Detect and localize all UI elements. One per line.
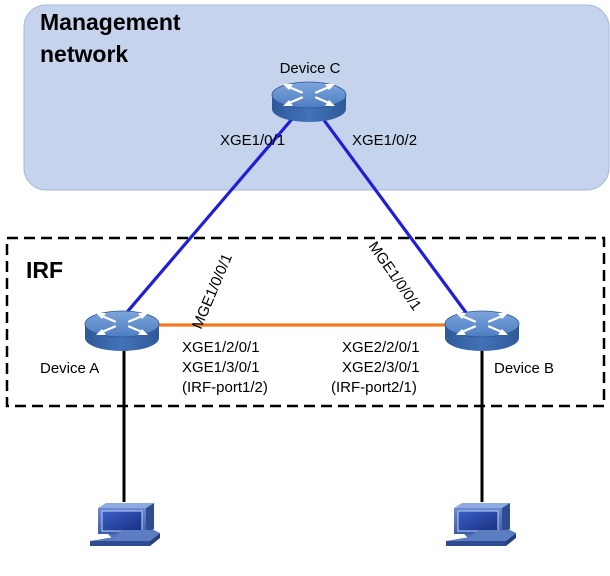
device-b-label: Device B (494, 360, 554, 377)
device-c-port-right: XGE1/0/2 (352, 132, 417, 149)
device-b-irf-port-3: (IRF-port2/1) (331, 379, 417, 396)
mgmt-link-c-a (120, 110, 300, 320)
device-a-irf-port-1: XGE1/2/0/1 (182, 339, 260, 356)
device-b-mgmt-port: MGE1/0/0/1 (365, 239, 425, 314)
irf-boundary (5, 236, 606, 408)
irf-label: IRF (26, 257, 63, 283)
mgmt-link-c-b (316, 111, 472, 319)
l3-switch-icon (443, 309, 521, 353)
device-c-port-left: XGE1/0/1 (220, 132, 285, 149)
device-a-irf-port-2: XGE1/3/0/1 (182, 359, 260, 376)
desktop-pc-icon (445, 502, 517, 547)
device-c: Device C XGE1/0/1 XGE1/0/2 (220, 60, 417, 149)
device-c-label: Device C (280, 60, 341, 77)
device-a-mgmt-port: MGE1/0/0/1 (189, 251, 236, 331)
device-b-irf-port-2: XGE2/3/0/1 (342, 359, 420, 376)
management-network-title: Management (40, 9, 181, 35)
device-a-irf-port-3: (IRF-port1/2) (182, 379, 268, 396)
l3-switch-icon (270, 80, 348, 124)
device-b: Device B MGE1/0/0/1 XGE2/2/0/1 XGE2/3/0/… (331, 239, 554, 396)
device-a-label: Device A (40, 360, 99, 377)
device-b-irf-port-1: XGE2/2/0/1 (342, 339, 420, 356)
management-network-title-line2: network (40, 41, 128, 67)
desktop-pc-icon (89, 502, 161, 547)
l3-switch-icon (83, 309, 161, 353)
